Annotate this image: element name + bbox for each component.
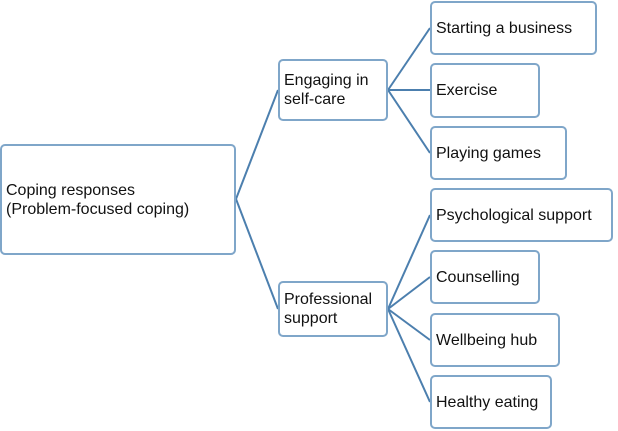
leaf-node-playing-games: Playing games <box>430 126 567 180</box>
branch-node-professional-support: Professional support <box>278 281 388 337</box>
connector-self-care-to-starting-business <box>387 27 431 91</box>
leaf-node-exercise: Exercise <box>430 63 540 118</box>
root-node: Coping responses (Problem-focused coping… <box>0 144 236 255</box>
connector-root-to-self-care <box>235 89 279 200</box>
branch-label-self-care: Engaging in self-care <box>284 72 369 108</box>
leaf-label-starting-business: Starting a business <box>436 19 573 37</box>
leaf-label-counselling: Counselling <box>436 268 520 286</box>
leaf-label-healthy-eating: Healthy eating <box>436 393 539 411</box>
leaf-node-starting-business: Starting a business <box>430 1 597 55</box>
root-label: Coping responses (Problem-focused coping… <box>6 181 190 218</box>
leaf-node-psychological-support: Psychological support <box>430 188 613 242</box>
leaf-label-exercise: Exercise <box>436 82 498 99</box>
connector-self-care-to-playing-games <box>387 89 431 154</box>
branch-node-self-care: Engaging in self-care <box>278 59 388 121</box>
connector-root-to-professional-support <box>235 198 279 310</box>
connector-professional-to-wellbeing <box>387 308 431 341</box>
leaf-label-psychological-support: Psychological support <box>436 206 592 224</box>
branch-label-professional-support: Professional support <box>284 291 373 327</box>
connector-professional-to-healthy-eating <box>387 308 431 403</box>
leaf-node-counselling: Counselling <box>430 250 540 304</box>
leaf-label-wellbeing-hub: Wellbeing hub <box>436 331 538 349</box>
connector-professional-to-counselling <box>387 276 431 310</box>
leaf-node-healthy-eating: Healthy eating <box>430 375 552 429</box>
leaf-node-wellbeing-hub: Wellbeing hub <box>430 313 560 367</box>
connector-professional-to-psychological <box>387 214 431 310</box>
leaf-label-playing-games: Playing games <box>436 144 541 162</box>
